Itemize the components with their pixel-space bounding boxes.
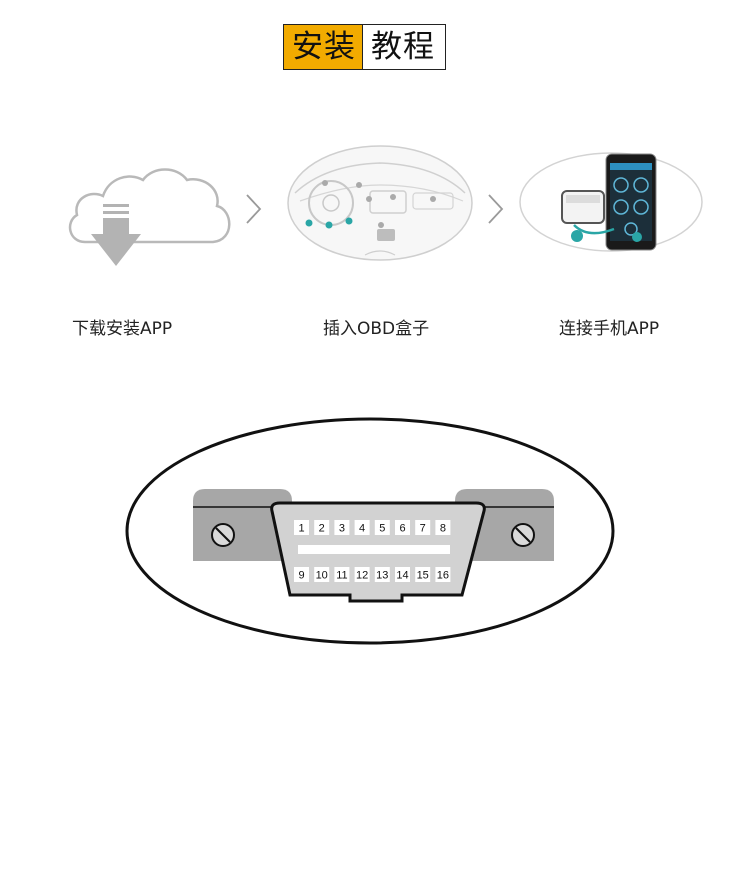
pin-number: 2	[319, 523, 325, 535]
pin-box	[294, 520, 309, 535]
pin-number: 14	[396, 570, 408, 582]
pin-box	[354, 567, 370, 582]
pin-number: 13	[376, 570, 388, 582]
pins-bottom-row: 9 10 11 12 13 14 15 16	[294, 567, 451, 582]
pin-number: 1	[298, 523, 304, 535]
pin-box	[314, 567, 330, 582]
step-label-download: 下载安装APP	[72, 319, 173, 339]
title-rest: 教程	[362, 25, 445, 69]
chevron-right-icon	[488, 194, 504, 224]
pin-box	[395, 567, 410, 582]
phone-obd-app-icon	[519, 152, 703, 252]
car-dashboard-icon	[287, 145, 473, 261]
title-highlight: 安装	[284, 25, 362, 69]
screw-left	[211, 523, 235, 547]
pin-number: 6	[399, 523, 405, 535]
pin-number: 9	[298, 570, 304, 582]
pin-number: 8	[440, 523, 446, 535]
pin-divider-bar	[298, 545, 450, 554]
pin-number: 7	[420, 523, 426, 535]
pin-number: 16	[437, 570, 449, 582]
step-label-insert: 插入OBD盒子	[323, 319, 430, 339]
pin-number: 12	[356, 570, 368, 582]
pin-box	[395, 520, 410, 535]
pin-box	[374, 567, 390, 582]
pin-number: 11	[336, 570, 347, 582]
title-banner: 安装 教程	[283, 24, 446, 70]
chevron-right-icon	[246, 194, 262, 224]
pin-box	[374, 520, 390, 535]
pin-box	[314, 520, 330, 535]
pin-box	[334, 567, 350, 582]
pin-number: 4	[359, 523, 365, 535]
screw-right	[511, 523, 535, 547]
pin-box	[294, 567, 309, 582]
pin-box	[354, 520, 370, 535]
step-label-connect: 连接手机APP	[559, 319, 660, 339]
cloud-download-icon	[68, 168, 231, 266]
pin-box	[435, 567, 451, 582]
pin-number: 10	[316, 570, 328, 582]
pin-box	[415, 567, 431, 582]
pin-box	[334, 520, 350, 535]
pin-box	[435, 520, 451, 535]
pin-box	[415, 520, 431, 535]
pins-top-row: 1 2 3 4 5 6 7 8	[294, 520, 451, 535]
pin-number: 15	[417, 570, 429, 582]
pin-number: 3	[339, 523, 345, 535]
pin-number: 5	[379, 523, 385, 535]
